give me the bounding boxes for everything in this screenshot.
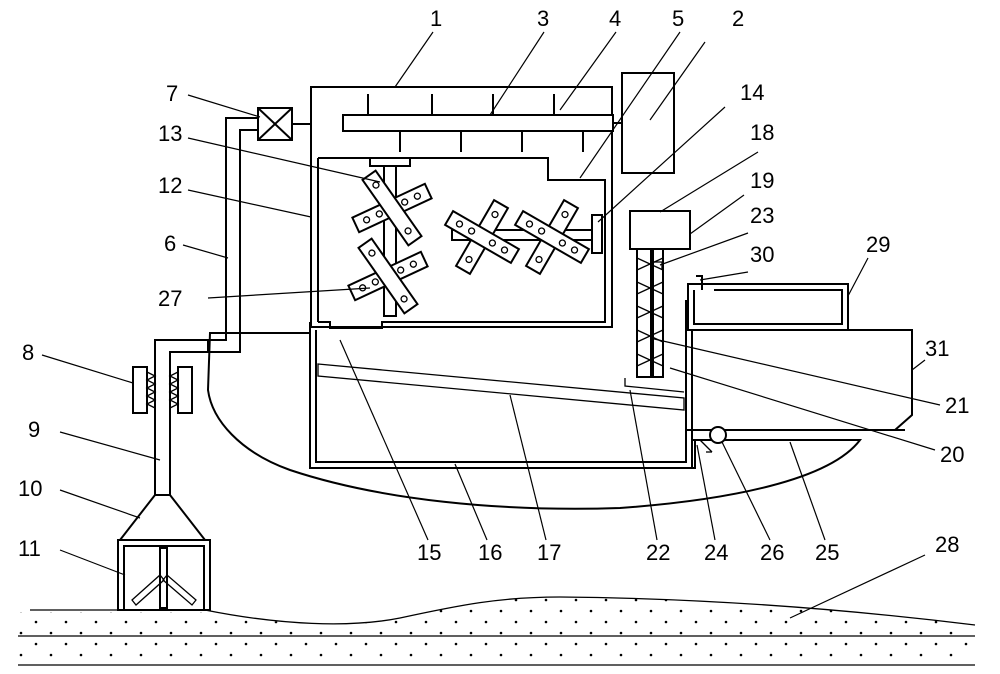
label-8: 8: [22, 340, 34, 365]
label-24: 24: [704, 540, 728, 565]
label-14: 14: [740, 80, 764, 105]
label-20: 20: [940, 442, 964, 467]
label-25: 25: [815, 540, 839, 565]
suction-box-11: [117, 539, 211, 611]
label-30: 30: [750, 242, 774, 267]
label-2: 2: [732, 6, 744, 31]
label-10: 10: [18, 476, 42, 501]
ground-28: [18, 596, 976, 666]
stopper-23: [654, 261, 663, 270]
screw-column-19: [636, 248, 664, 378]
pipe-9: [154, 339, 208, 495]
motor-18: [629, 210, 691, 250]
label-29: 29: [866, 232, 890, 257]
label-23: 23: [750, 203, 774, 228]
label-5: 5: [672, 6, 684, 31]
motor-2: [621, 72, 675, 174]
part-labels: 1 3 4 5 2 7 14 13 18 12 19 23 6 30 29 27…: [18, 6, 969, 565]
label-22: 22: [646, 540, 670, 565]
label-18: 18: [750, 120, 774, 145]
filter-screen-17: [317, 363, 685, 411]
label-3: 3: [537, 6, 549, 31]
label-19: 19: [750, 168, 774, 193]
label-6: 6: [164, 231, 176, 256]
label-27: 27: [158, 286, 182, 311]
base-block-31: [206, 329, 913, 510]
label-1: 1: [430, 6, 442, 31]
top-shaft-3: [342, 94, 614, 152]
horizontal-stirrer-14: [443, 198, 603, 276]
label-7: 7: [166, 81, 178, 106]
hood-10: [117, 494, 208, 541]
label-21: 21: [945, 393, 969, 418]
label-26: 26: [760, 540, 784, 565]
label-16: 16: [478, 540, 502, 565]
label-17: 17: [537, 540, 561, 565]
label-12: 12: [158, 173, 182, 198]
label-4: 4: [609, 6, 621, 31]
vertical-stirrer-13: [347, 157, 433, 317]
lower-tank-16: [309, 300, 693, 469]
label-13: 13: [158, 121, 182, 146]
pipe-6: [207, 117, 311, 353]
tank-29: [687, 275, 849, 331]
label-31: 31: [925, 336, 949, 361]
label-11: 11: [18, 536, 41, 561]
leader-lines: [41, 31, 941, 619]
label-9: 9: [28, 417, 40, 442]
label-28: 28: [935, 532, 959, 557]
valve-7: [257, 107, 293, 141]
upper-chamber-12: [310, 86, 613, 329]
label-15: 15: [417, 540, 441, 565]
pump-8: [132, 366, 193, 414]
